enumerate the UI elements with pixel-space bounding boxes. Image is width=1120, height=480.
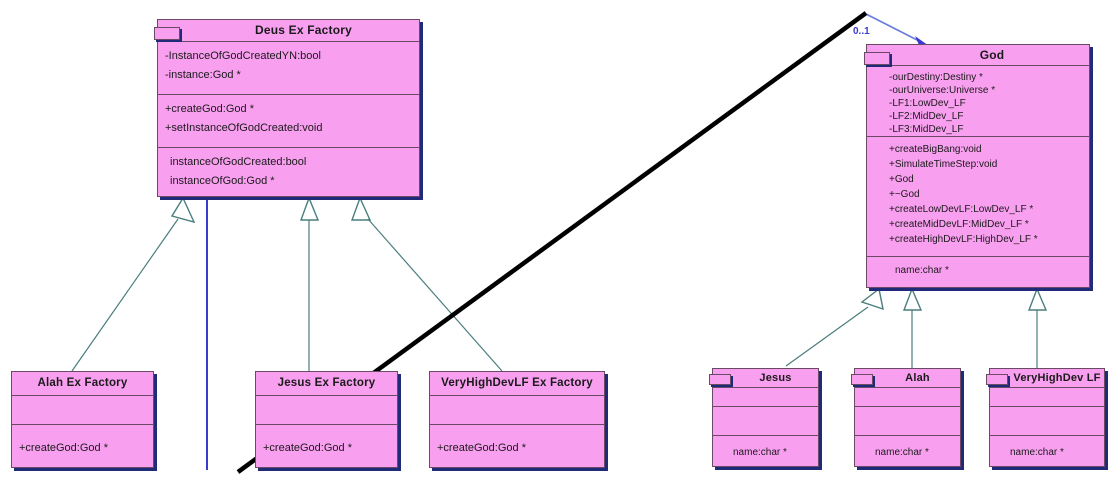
multiplicity-label-god: 0..1 (853, 26, 870, 37)
operations-compartment-deus-ex-factory: +createGod:God * +setInstanceOfGodCreate… (158, 94, 419, 147)
attribute-row: -LF2:MidDev_LF (889, 111, 964, 122)
extra-row: instanceOfGod:God * (170, 175, 275, 187)
extra-row: name:char * (895, 265, 949, 276)
attribute-row: -LF1:LowDev_LF (889, 98, 966, 109)
operations-compartment-alah-ex-factory: +createGod:God * (12, 424, 153, 467)
operation-row: +~God (889, 189, 920, 200)
extras-compartment-veryhighdev-lf: name:char * (990, 435, 1104, 468)
generalization-jesus-ex-factory (300, 196, 320, 375)
class-title-alah-ex-factory: Alah Ex Factory (37, 377, 128, 389)
attribute-row: -instance:God * (165, 69, 241, 81)
extra-row: name:char * (733, 447, 787, 458)
operation-row: +createLowDevLF:LowDev_LF * (889, 204, 1034, 215)
operation-row: +createGod:God * (165, 103, 254, 115)
generalization-veryhighdevlf-ex-factory (351, 196, 503, 372)
operations-compartment-alah (855, 406, 960, 435)
class-veryhighdevlf-ex-factory[interactable]: VeryHighDevLF Ex Factory +createGod:God … (429, 371, 605, 468)
class-alah-ex-factory[interactable]: Alah Ex Factory +createGod:God * (11, 371, 154, 468)
operation-row: +createGod:God * (437, 442, 526, 454)
generalization-veryhighdev-lf (1027, 287, 1048, 368)
class-jesus-ex-factory[interactable]: Jesus Ex Factory +createGod:God * (255, 371, 398, 468)
package-icon-god (864, 52, 890, 65)
extra-row: instanceOfGodCreated:bool (170, 156, 307, 168)
operation-row: +setInstanceOfGodCreated:void (165, 122, 323, 134)
attributes-compartment-alah-ex-factory (12, 395, 153, 424)
operation-row: +createGod:God * (263, 442, 352, 454)
operation-row: +createHighDevLF:HighDev_LF * (889, 234, 1038, 245)
package-icon-veryhighdev-lf (986, 374, 1008, 385)
extra-row: name:char * (875, 447, 929, 458)
operations-compartment-jesus-ex-factory: +createGod:God * (256, 424, 397, 467)
operation-row: +God (889, 174, 914, 185)
package-icon-deus-ex-factory (154, 27, 180, 40)
package-icon-jesus (709, 374, 731, 385)
class-god[interactable]: God -ourDestiny:Destiny * -ourUniverse:U… (866, 44, 1090, 288)
class-title-veryhighdevlf-ex-factory: VeryHighDevLF Ex Factory (441, 377, 593, 389)
generalization-alah (902, 287, 923, 368)
extras-compartment-deus-ex-factory: instanceOfGodCreated:bool instanceOfGod:… (158, 147, 419, 198)
class-title-alah: Alah (905, 372, 930, 384)
attributes-compartment-jesus-ex-factory (256, 395, 397, 424)
attributes-compartment-veryhighdevlf-ex-factory (430, 395, 604, 424)
attributes-compartment-alah (855, 387, 960, 406)
class-veryhighdev-lf[interactable]: VeryHighDev LF name:char * (989, 368, 1105, 467)
attributes-compartment-deus-ex-factory: -InstanceOfGodCreatedYN:bool -instance:G… (158, 41, 419, 94)
attribute-row: -ourDestiny:Destiny * (889, 72, 983, 83)
attributes-compartment-god: -ourDestiny:Destiny * -ourUniverse:Unive… (867, 65, 1089, 136)
attributes-compartment-veryhighdev-lf (990, 387, 1104, 406)
class-title-veryhighdev-lf: VeryHighDev LF (1013, 372, 1101, 384)
operation-row: +createMidDevLF:MidDev_LF * (889, 219, 1029, 230)
class-title-god: God (979, 48, 1005, 62)
extra-row: name:char * (1010, 447, 1064, 458)
operations-compartment-veryhighdev-lf (990, 406, 1104, 435)
generalization-alah-ex-factory (71, 196, 196, 372)
operation-row: +createGod:God * (19, 442, 108, 454)
extras-compartment-jesus: name:char * (713, 435, 818, 468)
operations-compartment-veryhighdevlf-ex-factory: +createGod:God * (430, 424, 604, 467)
package-icon-alah (851, 374, 873, 385)
operations-compartment-jesus (713, 406, 818, 435)
operations-compartment-god: +createBigBang:void +SimulateTimeStep:vo… (867, 136, 1089, 256)
operation-row: +createBigBang:void (889, 144, 982, 155)
attribute-row: -ourUniverse:Universe * (889, 85, 996, 96)
class-deus-ex-factory[interactable]: Deus Ex Factory -InstanceOfGodCreatedYN:… (157, 19, 420, 197)
operation-row: +SimulateTimeStep:void (889, 159, 998, 170)
class-title-deus-ex-factory: Deus Ex Factory (254, 23, 353, 37)
generalization-jesus (785, 287, 884, 367)
extras-compartment-alah: name:char * (855, 435, 960, 468)
attributes-compartment-jesus (713, 387, 818, 406)
attribute-row: -LF3:MidDev_LF (889, 124, 964, 135)
extras-compartment-god: name:char * (867, 256, 1089, 287)
class-title-jesus-ex-factory: Jesus Ex Factory (277, 377, 376, 389)
attribute-row: -InstanceOfGodCreatedYN:bool (165, 50, 321, 62)
